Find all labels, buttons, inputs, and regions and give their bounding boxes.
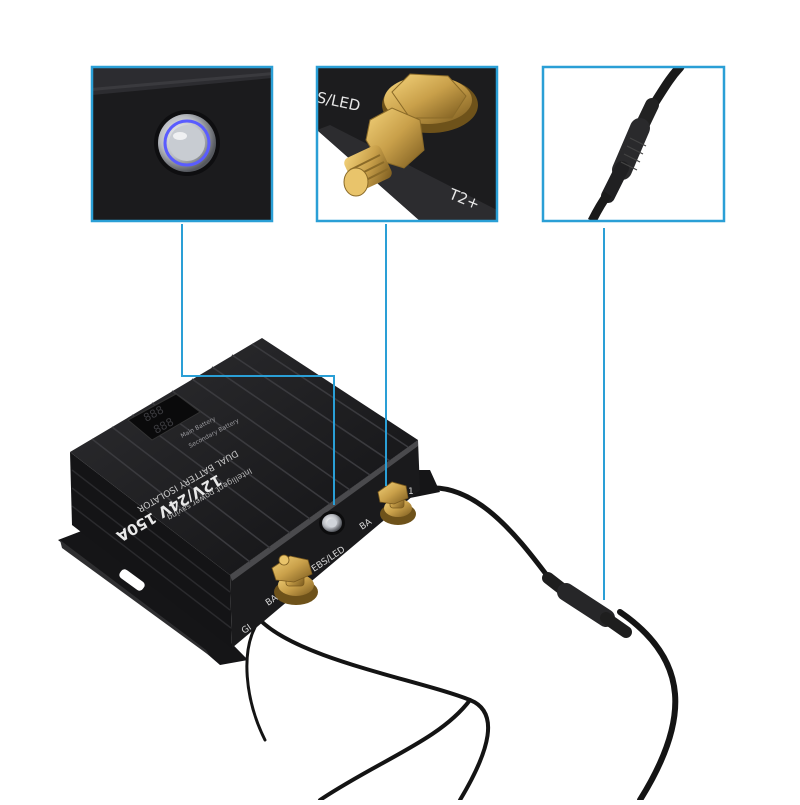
led-push-button bbox=[319, 511, 345, 535]
brass-bolt-terminal-icon bbox=[343, 73, 478, 197]
ground-label: GI bbox=[240, 623, 254, 637]
right-edge-label: 1 bbox=[408, 487, 414, 497]
battery-terminal-right bbox=[377, 481, 416, 525]
cable-connector bbox=[542, 572, 632, 638]
illuminated-push-button-icon bbox=[154, 110, 220, 176]
callout-terminal: S/LED T2+ bbox=[315, 65, 499, 223]
callout-leader-lines bbox=[181, 224, 605, 600]
callout-cable-connector bbox=[541, 65, 726, 223]
battery-terminal-left bbox=[271, 554, 318, 605]
battery-isolator-device: 888 888 Main Battery Secondary Battery 1… bbox=[58, 338, 440, 665]
waterproof-cable-connector-icon bbox=[587, 67, 685, 221]
callout-led-switch bbox=[90, 65, 274, 223]
